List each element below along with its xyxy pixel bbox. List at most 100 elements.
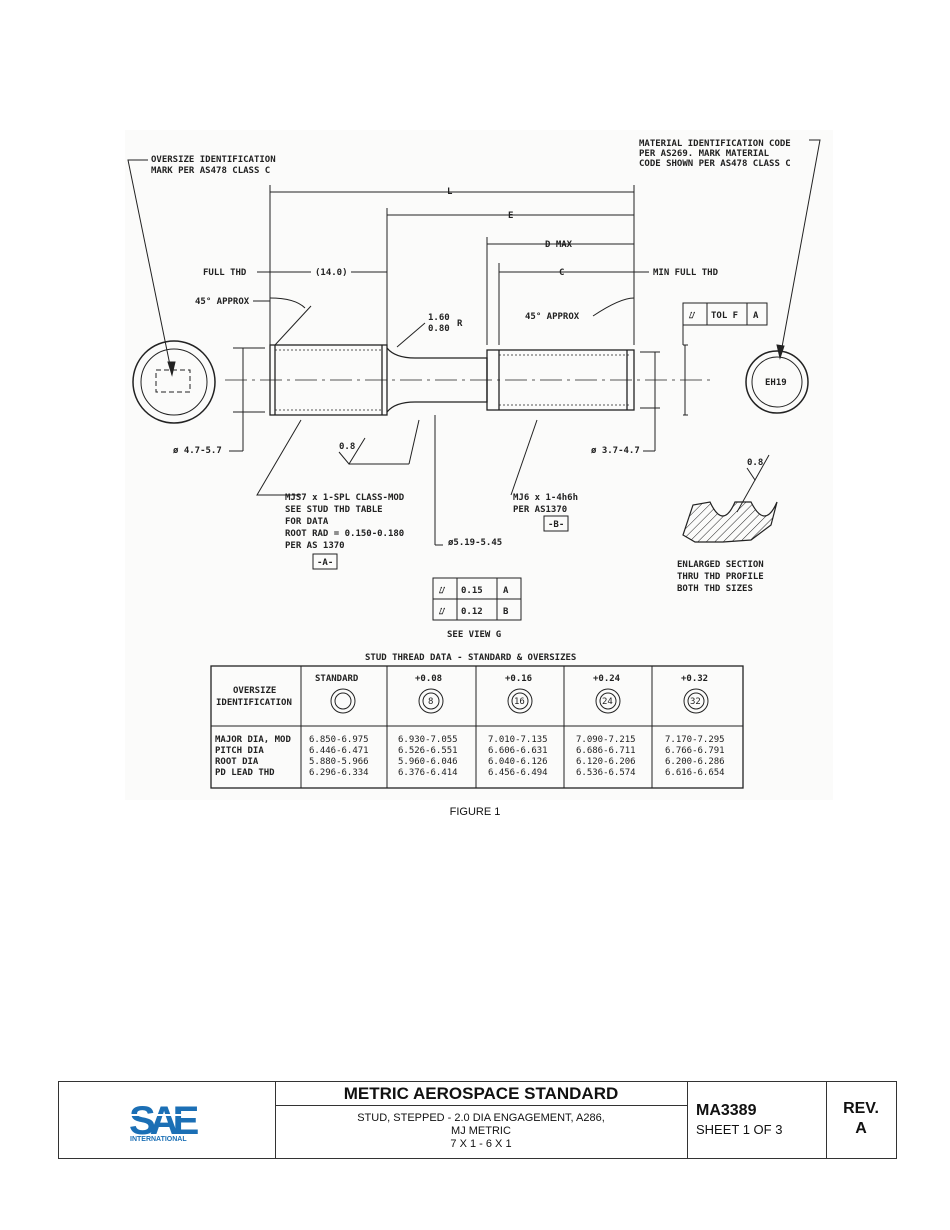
- figure-caption: FIGURE 1: [449, 806, 501, 818]
- mj6-line-2: PER AS1370: [513, 505, 567, 515]
- sae-logo: SAE INTERNATIONAL: [59, 1082, 276, 1158]
- doc-number-cell: MA3389 SHEET 1 OF 3: [687, 1082, 827, 1158]
- right-end-view: EH19: [745, 350, 809, 414]
- radius-r: R: [457, 319, 463, 329]
- enlarged-section: 0.8 ENLARGED SECTION THRU THD PROFILE BO…: [677, 454, 778, 594]
- sheet-number: SHEET 1 OF 3: [696, 1122, 783, 1137]
- approx-right-label: 45° APPROX: [525, 312, 580, 322]
- cell-2-2: 6.040-6.126: [488, 757, 548, 767]
- runout-2-value: 0.12: [461, 607, 483, 617]
- revision-cell: REV. A: [826, 1082, 896, 1158]
- oversize-note-line-1: OVERSIZE IDENTIFICATION: [151, 155, 276, 165]
- section-roughness: 0.8: [747, 458, 763, 468]
- mjs7-line-3: FOR DATA: [285, 517, 329, 527]
- table-header-1: OVERSIZE: [233, 686, 276, 696]
- cell-4-0: 7.170-7.295: [665, 735, 725, 745]
- rev-label: REV.: [843, 1100, 879, 1117]
- cell-0-2: 5.880-5.966: [309, 757, 369, 767]
- dim-14-label: (14.0): [315, 268, 348, 278]
- col-label-1: +0.08: [415, 674, 442, 684]
- mjs7-line-5: PER AS 1370: [285, 541, 345, 551]
- runout-1-value: 0.15: [461, 586, 483, 596]
- oversize-mark-24: 24: [602, 697, 613, 707]
- title-line-1: STUD, STEPPED - 2.0 DIA ENGAGEMENT, A286…: [357, 1112, 605, 1124]
- title-center: METRIC AEROSPACE STANDARD STUD, STEPPED …: [275, 1082, 688, 1158]
- cell-4-1: 6.766-6.791: [665, 746, 725, 756]
- cell-3-3: 6.536-6.574: [576, 768, 636, 778]
- row-label-1: PITCH DIA: [215, 746, 264, 756]
- rev-value: A: [855, 1120, 867, 1137]
- runout-icon: ⌰: [688, 311, 696, 321]
- dimension-lines: L E D MAX C MIN FULL THD FULL THD (14.0): [203, 185, 719, 345]
- left-end-view: [132, 340, 216, 424]
- col-label-0: STANDARD: [315, 674, 359, 684]
- dim-c-label: C: [559, 268, 564, 278]
- datum-a: -A-: [317, 558, 333, 568]
- dia-left-label: ø 4.7-5.7: [173, 446, 222, 456]
- runout-1-datum: A: [503, 586, 509, 596]
- title-line-2: MJ METRIC: [451, 1125, 511, 1137]
- mjs7-line-2: SEE STUD THD TABLE: [285, 505, 383, 515]
- mj6-line-1: MJ6 x 1-4h6h: [513, 493, 578, 503]
- radius-lower: 0.80: [428, 324, 450, 334]
- see-view-label: SEE VIEW G: [447, 630, 501, 640]
- mj6-note: MJ6 x 1-4h6h PER AS1370 -B-: [513, 493, 578, 532]
- tol-label: TOL F: [711, 311, 738, 321]
- title-block: SAE INTERNATIONAL METRIC AEROSPACE STAND…: [58, 1081, 897, 1159]
- cell-1-1: 6.526-6.551: [398, 746, 458, 756]
- col-label-3: +0.24: [593, 674, 621, 684]
- mjs7-line-4: ROOT RAD = 0.150-0.180: [285, 529, 404, 539]
- row-label-3: PD LEAD THD: [215, 768, 275, 778]
- stud-body: [225, 344, 710, 416]
- sae-letters: SAE: [129, 1099, 199, 1143]
- cell-1-0: 6.930-7.055: [398, 735, 458, 745]
- oversize-mark-note: OVERSIZE IDENTIFICATION MARK PER AS478 C…: [127, 155, 276, 377]
- section-note-3: BOTH THD SIZES: [677, 584, 753, 594]
- oversize-mark-8: 8: [428, 697, 433, 707]
- dim-l-label: L: [447, 187, 453, 197]
- oversize-mark-16: 16: [514, 697, 525, 707]
- material-note-line-2: PER AS269. MARK MATERIAL: [639, 149, 770, 159]
- section-note-2: THRU THD PROFILE: [677, 572, 764, 582]
- tol-frame: ⌰ TOL F A: [682, 302, 768, 345]
- runout-2-datum: B: [503, 607, 509, 617]
- tol-datum: A: [753, 311, 759, 321]
- cell-2-0: 7.010-7.135: [488, 735, 548, 745]
- mjs7-line-1: MJS7 x 1-SPL CLASS-MOD: [285, 493, 405, 503]
- approx-left-label: 45° APPROX: [195, 297, 250, 307]
- roughness-left: 0.8: [339, 442, 355, 452]
- title-line-3: 7 X 1 - 6 X 1: [450, 1138, 512, 1150]
- table-title: STUD THREAD DATA - STANDARD & OVERSIZES: [365, 653, 576, 663]
- oversize-mark-32: 32: [690, 697, 701, 707]
- dim-e-label: E: [508, 211, 513, 221]
- runout-frames: ⌰ ⌰ 0.15 A 0.12 B SEE VIEW G: [432, 577, 522, 640]
- cell-4-2: 6.200-6.286: [665, 757, 725, 767]
- cell-2-1: 6.606-6.631: [488, 746, 548, 756]
- dim-d-label: D MAX: [545, 240, 573, 250]
- cell-2-3: 6.456-6.494: [488, 768, 548, 778]
- mjs7-note: MJS7 x 1-SPL CLASS-MOD SEE STUD THD TABL…: [285, 493, 405, 570]
- logo-international: INTERNATIONAL: [130, 1136, 187, 1143]
- cell-0-0: 6.850-6.975: [309, 735, 369, 745]
- row-label-2: ROOT DIA: [215, 757, 259, 767]
- col-label-4: +0.32: [681, 674, 708, 684]
- runout-icon: ⌰: [438, 586, 446, 596]
- cell-3-0: 7.090-7.215: [576, 735, 636, 745]
- table-header-2: IDENTIFICATION: [216, 698, 292, 708]
- cell-0-3: 6.296-6.334: [309, 768, 369, 778]
- material-mark-text: EH19: [765, 378, 787, 388]
- oversize-note-line-2: MARK PER AS478 CLASS C: [151, 166, 270, 176]
- cell-0-1: 6.446-6.471: [309, 746, 369, 756]
- row-label-0: MAJOR DIA, MOD: [215, 735, 291, 745]
- section-note-1: ENLARGED SECTION: [677, 560, 764, 570]
- stud-thread-table: STUD THREAD DATA - STANDARD & OVERSIZES …: [210, 653, 744, 789]
- shank-dia-label: ø5.19-5.45: [448, 538, 502, 548]
- full-thd-label: FULL THD: [203, 268, 247, 278]
- dia-right-label: ø 3.7-4.7: [591, 446, 640, 456]
- cell-4-3: 6.616-6.654: [665, 768, 725, 778]
- min-full-thd-label: MIN FULL THD: [653, 268, 719, 278]
- material-note-line-1: MATERIAL IDENTIFICATION CODE: [639, 139, 791, 149]
- radius-upper: 1.60: [428, 313, 450, 323]
- doc-number: MA3389: [696, 1102, 757, 1119]
- cell-1-3: 6.376-6.414: [398, 768, 458, 778]
